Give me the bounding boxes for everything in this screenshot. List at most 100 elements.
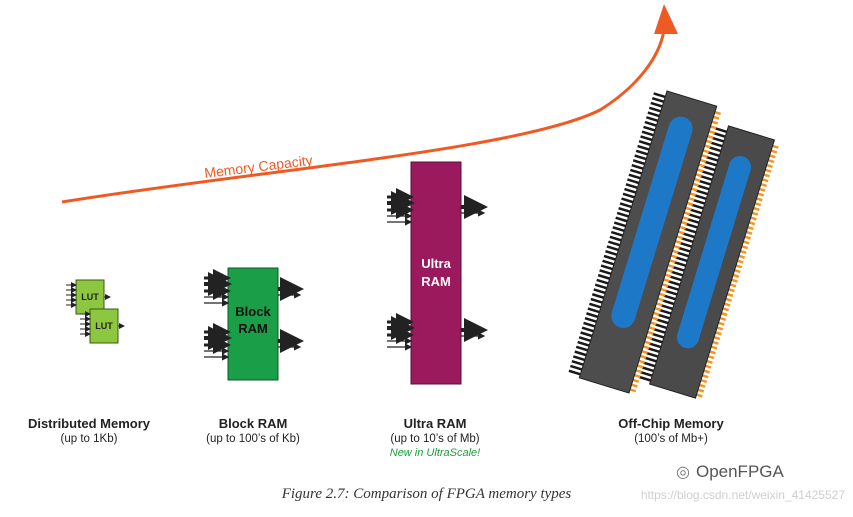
dimm-pin [640,371,653,377]
dimm-contact [732,273,740,278]
dimm-pin [666,284,679,291]
dimm-contact [722,307,729,312]
dimm-pin [640,135,653,142]
brand-name: OpenFPGA [695,462,784,481]
dimm-contact [680,220,688,226]
dimm-contact [679,225,686,230]
dimm-pin [586,312,599,319]
ultra-ram-chip-line2: RAM [421,274,451,289]
dimm-contact [631,383,638,388]
dimm-contact [647,330,654,336]
dimm-back [638,125,779,399]
ultra-ram-chip [410,161,462,385]
dimm-pin [650,101,663,108]
dimm-contact [761,178,769,183]
dimm-pin [584,316,597,323]
dimm-contact [712,340,719,345]
wechat-icon: ◎ [676,464,690,481]
dimm-contact [754,202,762,207]
dimm-pin [631,163,644,170]
dimm-contact [641,350,648,355]
dimm-contact [629,388,637,393]
dimm-pin [628,173,641,180]
dimm-contact [748,221,756,226]
dimm-pin [587,307,600,314]
dimm-pin [575,345,589,352]
dimm-contact [707,355,715,360]
block-ram-title: Block RAM [218,416,288,431]
dimm-pin [577,340,590,347]
dimm-contact [713,115,720,120]
dimm-contact [757,192,765,197]
label-off-chip-memory: Off-Chip Memory (100’s of Mb+) [596,416,746,445]
dimm-contact [719,316,727,321]
dimm-contact [683,211,691,216]
dimm-pin [615,216,628,223]
dimm-contact [689,192,697,197]
dimm-contact [666,268,673,273]
dimm-pin [659,308,672,315]
dimm-pin [580,331,593,338]
dimm-pin [638,375,652,382]
dimm-pin [687,218,700,224]
dimm-contact [769,154,776,159]
dimm-pin [714,127,728,134]
dimm-pin [684,227,697,234]
dimm-contact [676,235,683,240]
dimm-pin [692,198,706,205]
block-ram-chip-line2: RAM [238,321,268,336]
ultra-ram-graphic: Ultra RAM [410,161,462,385]
dimm-contact [644,340,651,345]
dimm-pin [618,206,631,213]
dimm-contact [673,244,681,249]
dimm-contact [691,187,698,192]
dimm-contact [648,326,656,331]
brand-logo: ◎ OpenFPGA [676,462,784,482]
dimm-pin [703,165,716,172]
dimm-pin [572,355,586,362]
dimm-pin [651,332,665,339]
dimm-pin [593,288,606,295]
dimm-contact [745,230,753,235]
dimm-contact [699,383,706,388]
dimm-contact [709,350,716,355]
dimm-contact [714,110,721,116]
dimm-pin [625,183,638,189]
dimm-pin [654,323,668,330]
dimm-pin [653,327,666,334]
block-ram-graphic: Block RAM [227,267,279,381]
dimm-pin [694,194,707,200]
dimm-pin [675,256,688,263]
dimm-contact [702,374,709,379]
dimm-pin [700,174,713,181]
ultra-ram-chip-line1: Ultra [421,256,451,271]
dimm-contact [694,177,701,183]
dimm-contact [664,273,672,278]
dimm-pin [605,250,618,256]
dimm-pin [590,297,603,304]
dimm-contact [632,378,640,383]
ultra-ram-note: New in UltraScale! [389,447,481,459]
dimm-contact [770,149,778,154]
dimm-contact [656,302,663,307]
dimm-pin [591,293,605,299]
dimm-pin [644,356,657,363]
dimm-contact [737,259,744,264]
dimm-contact [738,254,746,259]
dimm-pin [629,168,643,175]
dimm-contact [731,278,738,283]
dimm-contact [661,283,669,288]
dimm-contact [669,259,676,264]
dimm-contact [751,211,759,216]
dimm-contact [700,378,708,384]
dimm-pin [568,369,581,376]
dimm-contact [657,297,664,302]
dimm-contact [704,144,711,149]
dimm-contact [742,240,750,245]
dimm-contact [685,206,692,211]
dimm-contact [744,235,751,240]
dimm-pin [697,184,710,191]
dimm-pin [627,178,640,185]
dimm-pin [619,202,632,209]
